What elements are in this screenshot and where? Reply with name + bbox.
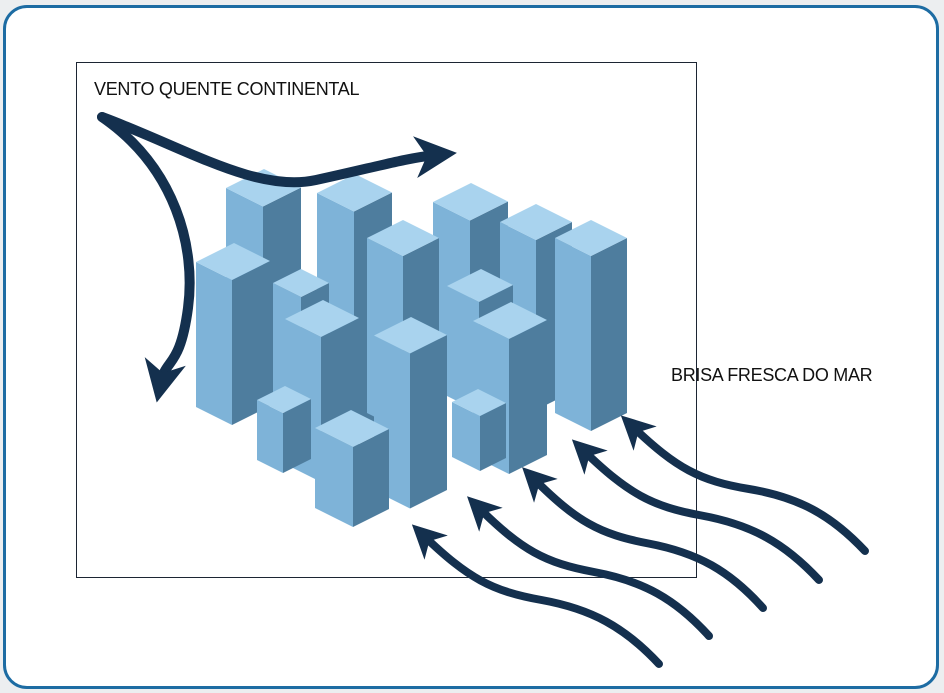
building-6 <box>196 243 270 425</box>
hot-wind-arrows <box>97 112 457 403</box>
sea-breeze-arrow-3 <box>522 467 767 612</box>
sea-breeze-arrows <box>411 415 869 668</box>
sea-breeze-arrow-1 <box>620 415 869 555</box>
building-12 <box>374 317 447 509</box>
building-14 <box>452 389 506 471</box>
hot-wind-arrow-east <box>97 112 457 188</box>
hot-wind-label: VENTO QUENTE CONTINENTAL <box>94 79 360 99</box>
diagram-canvas <box>97 112 869 668</box>
sea-breeze-arrow-4 <box>467 496 713 640</box>
building-5 <box>555 220 627 431</box>
building-15 <box>315 410 389 527</box>
diagram-card: VENTO QUENTE CONTINENTAL BRISA FRESCA DO… <box>3 5 939 689</box>
city-buildings <box>196 169 627 527</box>
sea-breeze-arrow-2 <box>571 439 823 584</box>
sea-breeze-label: BRISA FRESCA DO MAR <box>671 365 873 385</box>
hot-wind-arrow-south <box>97 112 195 403</box>
sea-breeze-arrow-5 <box>411 524 663 668</box>
building-13 <box>257 386 311 473</box>
